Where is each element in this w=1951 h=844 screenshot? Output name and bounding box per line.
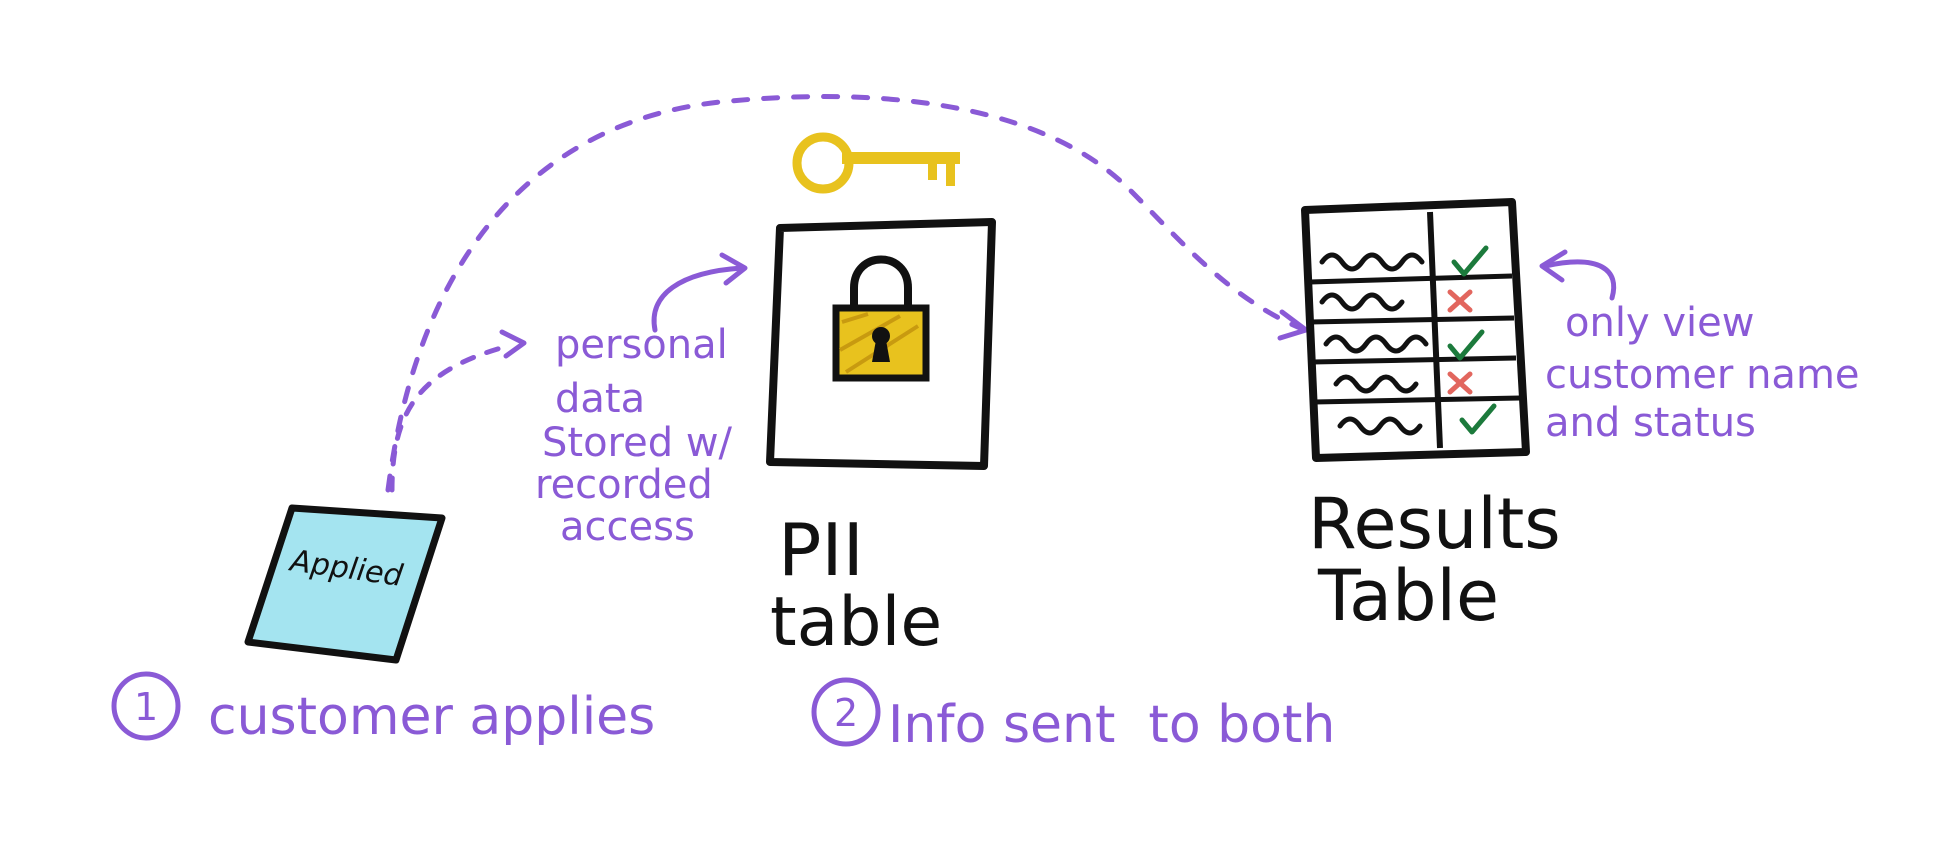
pii-note-line: Stored w/ bbox=[542, 420, 733, 466]
pii-note-line: personal bbox=[555, 322, 728, 368]
dashed-arrow-to-results bbox=[385, 94, 1308, 493]
step-2: 2 Info sent to both bbox=[811, 677, 1335, 755]
pii-note-line: recorded bbox=[535, 462, 713, 508]
step-1: 1 customer applies bbox=[111, 671, 655, 747]
cross-icon bbox=[1447, 289, 1473, 313]
results-row-scribbles bbox=[1319, 252, 1429, 436]
pii-note: personal data Stored w/ recorded access bbox=[535, 322, 733, 550]
results-note-line: only view bbox=[1565, 300, 1754, 346]
step-text: customer applies bbox=[208, 687, 655, 747]
applied-document: Applied bbox=[244, 504, 446, 664]
key-icon bbox=[792, 132, 960, 194]
dashed-arrow-to-note bbox=[389, 343, 511, 493]
curved-arrow-to-results-table bbox=[1542, 259, 1617, 301]
results-title-line2: Table bbox=[1317, 555, 1499, 637]
step-number-badge bbox=[111, 671, 181, 741]
step-text: Info sent to both bbox=[888, 695, 1335, 755]
step-number: 1 bbox=[134, 685, 158, 729]
pii-title-line2: table bbox=[770, 583, 942, 662]
arrowhead-results bbox=[1277, 309, 1309, 341]
check-icon bbox=[1451, 245, 1489, 277]
results-table: Results Table bbox=[1301, 198, 1561, 637]
arrowhead-results-table bbox=[1539, 249, 1568, 283]
pii-table: PII table bbox=[766, 132, 996, 662]
curved-arrow-to-pii bbox=[651, 265, 745, 333]
pii-note-line: data bbox=[555, 376, 645, 422]
pii-note-line: access bbox=[560, 504, 695, 550]
check-icon bbox=[1447, 329, 1485, 361]
results-note-line: and status bbox=[1545, 400, 1756, 446]
step-number: 2 bbox=[834, 691, 858, 735]
arrowhead-pii bbox=[719, 252, 748, 286]
cross-icon bbox=[1447, 371, 1473, 395]
pii-title-line1: PII bbox=[778, 508, 864, 592]
check-icon bbox=[1459, 403, 1497, 435]
results-note-line: customer name bbox=[1545, 352, 1860, 398]
padlock-icon bbox=[832, 255, 930, 382]
arrowhead-note bbox=[499, 329, 527, 359]
results-title-line1: Results bbox=[1308, 483, 1561, 565]
step-number-badge bbox=[811, 677, 881, 747]
results-note: only view customer name and status bbox=[1545, 300, 1860, 446]
